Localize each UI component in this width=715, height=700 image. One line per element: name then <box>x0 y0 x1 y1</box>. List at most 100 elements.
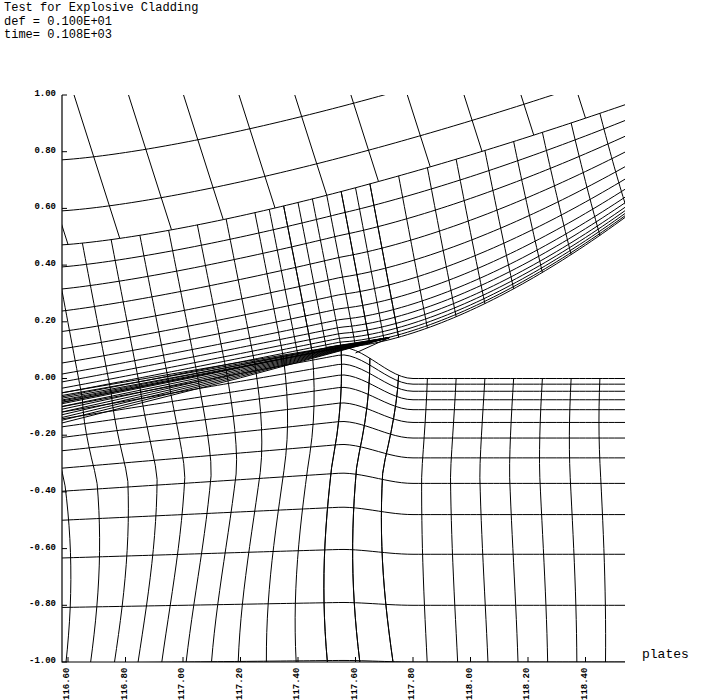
x-tick-label: 116.80 <box>121 668 131 700</box>
plot-parameter: def = 0.100E+01 <box>4 16 112 29</box>
mesh-line <box>62 337 390 408</box>
mesh-line <box>381 375 403 662</box>
mesh-line <box>264 95 327 195</box>
axis-tick <box>62 95 67 96</box>
mesh-line <box>62 337 390 414</box>
y-tick-label: 0.00 <box>34 374 56 384</box>
x-tick-label: 117.20 <box>236 668 246 700</box>
mesh-line <box>569 379 577 663</box>
axis-tick <box>183 657 184 662</box>
mesh-line <box>571 123 600 235</box>
mesh-line <box>62 337 390 420</box>
mesh-line <box>62 337 390 400</box>
mesh-line <box>485 150 514 288</box>
mesh-line <box>427 168 456 317</box>
mesh-line <box>542 132 571 254</box>
y-tick-label: 0.60 <box>34 203 56 213</box>
mesh-line <box>284 206 313 353</box>
y-tick-label: -0.80 <box>29 600 56 610</box>
mesh-line <box>327 195 356 346</box>
plot-axes <box>62 95 625 662</box>
mesh-line <box>62 347 625 404</box>
mesh-line <box>62 95 120 238</box>
y-tick-label: 0.80 <box>34 147 56 157</box>
axis-tick <box>62 605 67 606</box>
axis-tick <box>125 657 126 662</box>
mesh-line <box>169 230 198 375</box>
mesh-line <box>62 172 625 351</box>
mesh-line <box>62 337 390 417</box>
axis-tick <box>62 548 67 549</box>
mesh-line <box>111 240 140 387</box>
mesh-line <box>140 235 169 381</box>
mesh-line <box>540 379 549 663</box>
mesh-line <box>62 337 390 394</box>
y-tick-label: -0.40 <box>29 487 56 497</box>
mesh-line <box>62 181 625 364</box>
axis-tick <box>62 662 67 663</box>
axis-tick <box>298 657 299 662</box>
mesh-line <box>62 95 625 211</box>
mesh-line <box>419 95 482 151</box>
plot-note: plates <box>642 648 689 662</box>
y-tick-label: -0.20 <box>29 430 56 440</box>
mesh-line <box>471 95 534 135</box>
axis-tick <box>62 378 67 379</box>
mesh-line <box>181 376 211 662</box>
mesh-line <box>480 379 490 663</box>
mesh-line <box>295 353 314 662</box>
mesh-line <box>209 370 237 662</box>
axis-tick <box>413 657 414 662</box>
mesh-line <box>381 375 403 662</box>
x-tick-label: 117.40 <box>293 668 303 700</box>
mesh-line <box>160 95 223 220</box>
mesh-line <box>62 95 68 244</box>
mesh-line <box>574 95 625 101</box>
y-tick-label: -0.60 <box>29 544 56 554</box>
mesh-line <box>62 444 625 469</box>
axis-tick <box>62 435 67 436</box>
mesh-line <box>399 176 428 328</box>
x-tick-label: 118.40 <box>581 668 591 700</box>
plot-parameter: time= 0.108E+03 <box>4 29 112 42</box>
mesh-line <box>212 95 275 208</box>
mesh-line <box>108 95 171 230</box>
x-tick-label: 118.20 <box>523 668 533 700</box>
y-tick-label: 0.20 <box>34 317 56 327</box>
mesh-line <box>128 387 157 662</box>
mesh-line <box>510 379 520 663</box>
x-tick-label: 117.00 <box>178 668 188 700</box>
axis-tick <box>528 657 529 662</box>
axis-tick <box>62 151 67 152</box>
mesh-line <box>62 337 390 425</box>
mesh-line <box>356 188 385 341</box>
mesh-line <box>62 160 625 333</box>
mesh-line <box>62 116 625 268</box>
mesh-line <box>62 337 390 397</box>
mesh-line <box>600 113 625 214</box>
mesh-line <box>522 95 585 118</box>
mesh-line <box>353 358 370 662</box>
axis-tick <box>62 208 67 209</box>
mesh-line <box>599 379 606 663</box>
x-tick-label: 117.60 <box>351 668 361 700</box>
y-tick-label: -1.00 <box>29 657 56 667</box>
axis-tick <box>585 657 586 662</box>
mesh-line <box>104 393 128 662</box>
mesh-line <box>197 225 226 370</box>
mesh-line <box>269 209 298 355</box>
mesh-line <box>82 243 111 393</box>
axis-tick <box>240 657 241 662</box>
mesh-line <box>353 358 370 662</box>
mesh-line <box>62 507 625 521</box>
x-tick-label: 117.80 <box>408 668 418 700</box>
mesh-line <box>514 142 543 273</box>
mesh-line <box>62 337 390 411</box>
axis-line <box>62 95 625 662</box>
mesh-line <box>284 206 313 353</box>
mesh-line <box>62 337 390 403</box>
mesh-line <box>370 184 399 337</box>
mesh-line <box>324 347 342 662</box>
mesh-line <box>62 101 625 246</box>
